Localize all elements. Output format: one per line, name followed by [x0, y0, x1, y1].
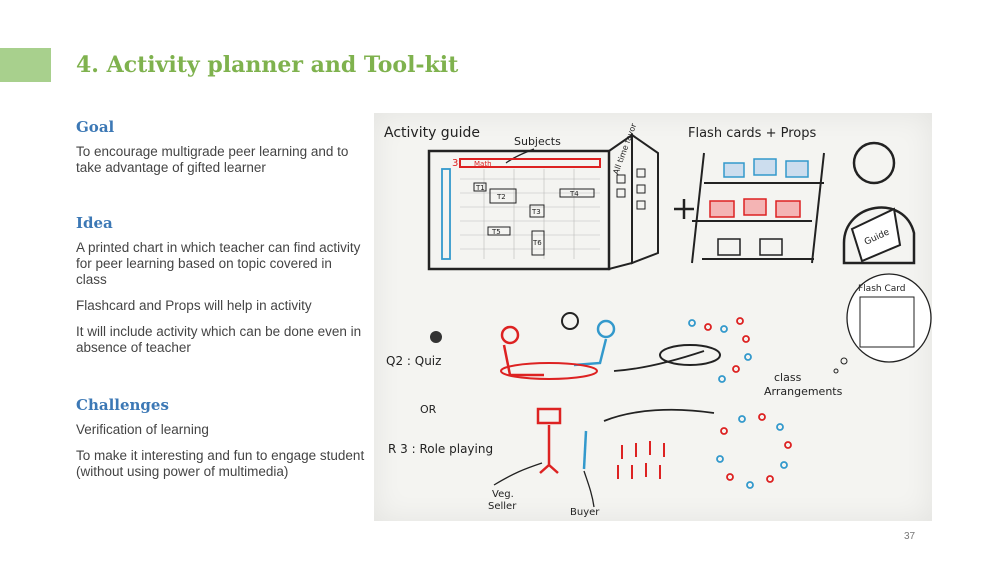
or-label: OR — [420, 403, 437, 416]
veg-seller-figure — [539, 425, 559, 474]
class-arrangements-label-1: class — [774, 371, 802, 384]
svg-text:T5: T5 — [491, 228, 501, 236]
section-goal: Goal To encourage multigrade peer learni… — [76, 118, 366, 186]
all-time-favor-label: All time favor — [611, 121, 638, 175]
thought-bubble — [846, 273, 932, 363]
black-prop-boxes — [717, 238, 783, 256]
flash-cards-props-label: Flash cards + Props — [688, 126, 816, 141]
svg-text:T1: T1 — [475, 184, 485, 192]
chart-side-panel-2 — [631, 133, 659, 265]
svg-text:T4: T4 — [569, 190, 579, 198]
class-group-oval — [659, 344, 721, 366]
class-arrangement-dots-1 — [688, 317, 752, 383]
section-heading-challenges: Challenges — [76, 396, 169, 414]
challenges-paragraph-2: To make it interesting and fun to engage… — [76, 448, 365, 479]
topic-column — [441, 168, 451, 260]
idea-paragraph-2: Flashcard and Props will help in activit… — [76, 298, 312, 313]
math-label: Math — [474, 160, 492, 168]
accent-bar — [0, 48, 51, 82]
section-idea: Idea A printed chart in which teacher ca… — [76, 214, 366, 366]
page-title: 4. Activity planner and Tool-kit — [76, 52, 459, 78]
fav-card-5 — [636, 200, 646, 210]
thought-dot-2 — [833, 368, 839, 374]
veg-seller-label-1: Veg. — [492, 489, 514, 500]
buyer-figure — [582, 430, 588, 470]
quiz-mat — [500, 362, 598, 380]
activity-guide-label: Activity guide — [384, 125, 480, 141]
idea-paragraph-3: It will include activity which can be do… — [76, 324, 362, 355]
student-red-head — [500, 325, 520, 345]
student-blue-head — [596, 319, 616, 339]
red-prop-boxes — [709, 198, 801, 218]
challenges-paragraph-1: Verification of learning — [76, 422, 209, 437]
seller-basket — [536, 407, 562, 425]
svg-text:T6: T6 — [532, 239, 542, 247]
role-play-arrow — [603, 408, 715, 422]
section-heading-idea: Idea — [76, 214, 113, 232]
thought-dot-1 — [840, 357, 848, 365]
class-arrangements-label-2: Arrangements — [764, 385, 843, 398]
flash-card-drawing — [859, 296, 915, 348]
sketch-illustration: Activity guide Subjects All time favor 3… — [374, 113, 932, 521]
buyer-pointer — [583, 470, 595, 508]
teacher-head — [852, 141, 896, 185]
fav-card-1 — [616, 174, 626, 184]
section-heading-goal: Goal — [76, 118, 115, 136]
class-arrangement-dots-2 — [716, 413, 792, 489]
quiz-arrow — [613, 350, 705, 372]
blue-prop-boxes — [723, 158, 809, 178]
fav-card-4 — [636, 184, 646, 194]
veg-seller-label-2: Seller — [488, 501, 517, 512]
role-playing-label: R 3 : Role playing — [388, 442, 493, 456]
goal-paragraph: To encourage multigrade peer learning an… — [76, 144, 349, 175]
student-blue-body — [573, 338, 608, 367]
shelf — [691, 152, 825, 264]
audience-students — [617, 441, 665, 479]
page-number: 37 — [904, 531, 916, 542]
seller-pointer — [493, 462, 543, 486]
idea-paragraph-1: A printed chart in which teacher can fin… — [76, 240, 361, 287]
fav-card-2 — [616, 188, 626, 198]
subjects-label: Subjects — [514, 135, 561, 148]
svg-text:T2: T2 — [496, 193, 506, 201]
flash-card-label: Flash Card — [858, 284, 906, 294]
guide-book — [850, 207, 902, 263]
subject-row — [459, 158, 601, 168]
quiz-icon — [430, 331, 442, 343]
quiz-label: Q2 : Quiz — [386, 354, 441, 368]
sketch-svg: Activity guide Subjects All time favor 3… — [384, 121, 932, 518]
section-challenges: Challenges Verification of learning To m… — [76, 396, 366, 490]
svg-text:T3: T3 — [531, 208, 541, 216]
buyer-label: Buyer — [570, 507, 600, 518]
fav-card-3 — [636, 168, 646, 178]
teacher-body — [842, 206, 916, 265]
topic-blocks: T1 T2 T3 T4 T5 T6 — [473, 182, 595, 256]
plus-sign — [674, 199, 694, 219]
row-number: 3 — [452, 158, 458, 169]
student-red-body — [502, 344, 544, 377]
alarm-clock-icon — [561, 312, 579, 330]
